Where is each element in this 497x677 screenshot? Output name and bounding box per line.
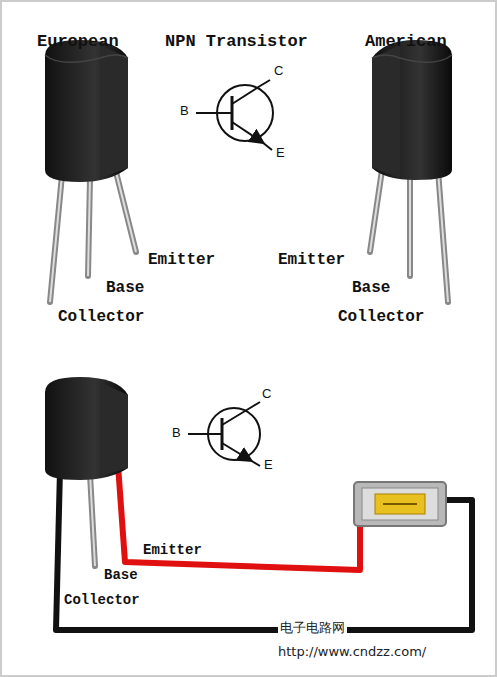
pin-name: Emitter [143,543,202,558]
npn-symbol [188,402,260,466]
pin-name: Base [352,280,390,298]
pin-letter: E [264,458,273,472]
pin-name: Emitter [148,252,215,270]
pin-name: Emitter [278,252,345,270]
watermark: 电子电路网 [278,621,347,635]
pin-letter: B [180,104,189,118]
pin-name: Collector [338,309,424,327]
pin-name: Base [104,568,138,583]
diagram-title: NPN Transistor [165,33,308,52]
watermark: http://www.cndzz.com/ [276,645,428,659]
npn-symbol [196,80,273,150]
pin-name: Collector [58,309,144,327]
transistor-american [370,40,452,302]
wiring [45,377,472,630]
group-title: American [365,33,447,52]
pin-name: Collector [64,593,140,608]
pin-letter: C [262,387,271,401]
transistor-european [45,40,136,302]
usb-connector [354,482,446,526]
group-title: European [37,33,119,52]
pin-name: Base [106,280,144,298]
pin-letter: C [274,64,283,78]
pin-letter: B [172,426,181,440]
pin-letter: E [276,146,285,160]
